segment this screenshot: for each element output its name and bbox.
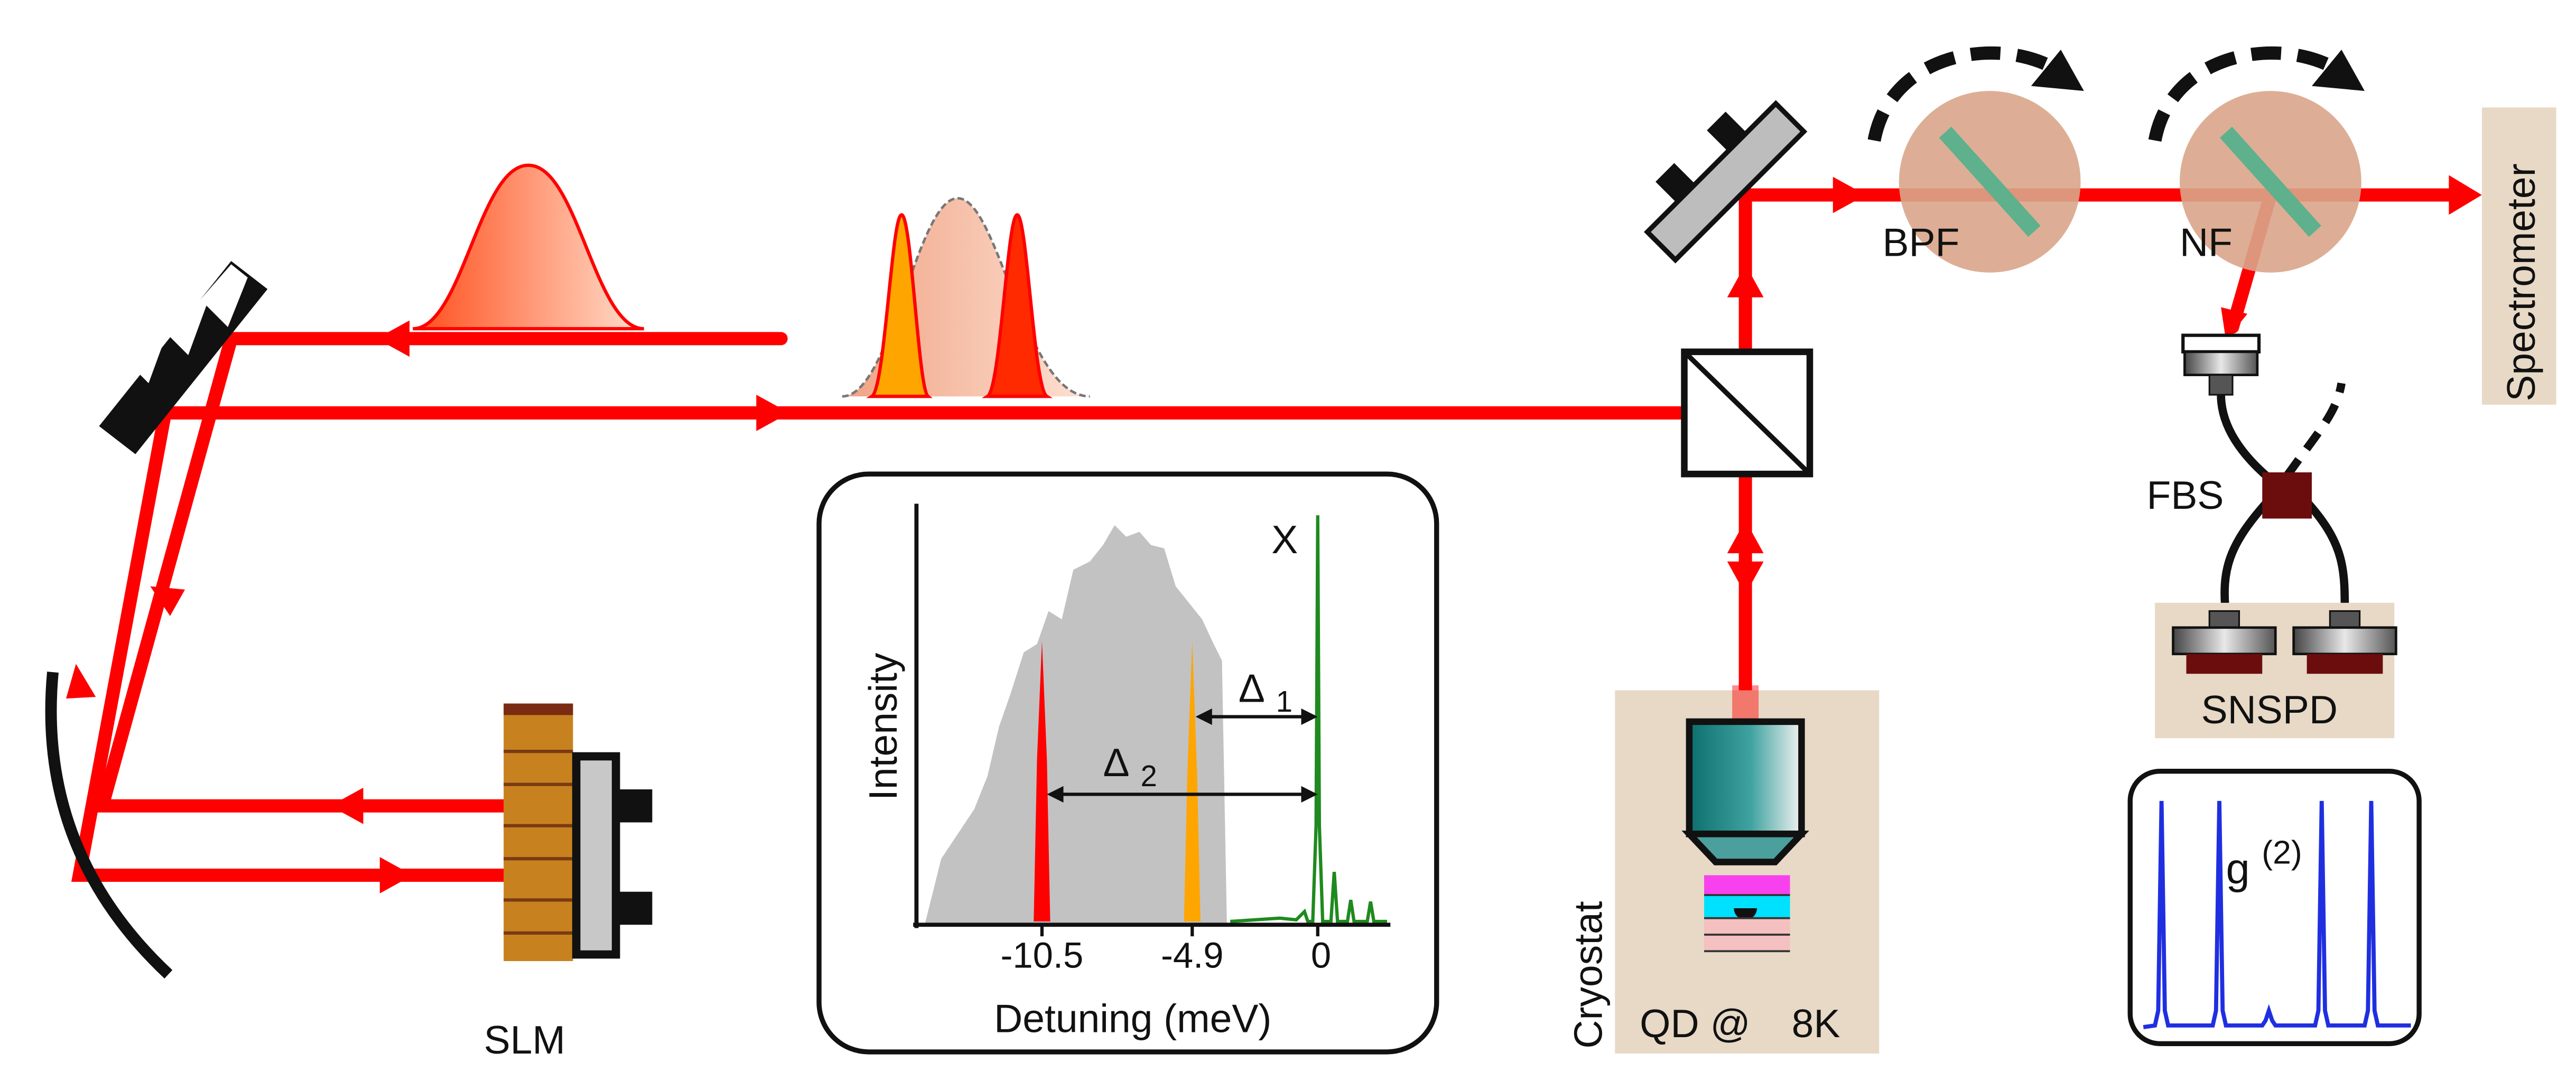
- beam-arrows: [66, 175, 2482, 893]
- g2-label: g (2): [2226, 834, 2302, 893]
- slm-icon: [504, 703, 653, 961]
- laser-spectrum: [925, 525, 1227, 925]
- slm-label: SLM: [484, 1018, 565, 1062]
- green-spectrum: [1230, 515, 1387, 924]
- inset-tick-label: 0: [1311, 935, 1331, 975]
- arrow-head: [2449, 175, 2482, 215]
- arrow-head: [2221, 307, 2248, 340]
- temperature-label: 8K: [1792, 1001, 1840, 1046]
- nf-filter: [2180, 91, 2361, 273]
- mirror-icon: [1643, 100, 1808, 264]
- spectrum-inset: Δ 1 Δ 2 X -10.5 -4.9 0 Detuning (meV) In…: [816, 471, 1439, 1055]
- arrow-head: [376, 320, 410, 357]
- arrow-head: [756, 395, 789, 431]
- arrow-head: [1727, 561, 1764, 595]
- shaped-pulse: [842, 197, 1090, 398]
- curved-mirror-icon: [45, 672, 173, 979]
- connector-icon: [2181, 333, 2261, 396]
- bpf-filter: [1899, 91, 2081, 273]
- input-pulse: [413, 163, 644, 331]
- rotation-arrow-icon: [1867, 46, 2365, 142]
- spectrometer-label: Spectrometer: [2499, 163, 2543, 401]
- orange-peak: [1184, 640, 1201, 921]
- return-beam: [94, 332, 788, 813]
- exciton-label: X: [1271, 517, 1298, 562]
- nf-label: NF: [2180, 220, 2233, 265]
- quantum-dot-sample: [1704, 875, 1790, 953]
- cryostat: Cryostat QD @ 8K: [1566, 685, 1880, 1054]
- delta2-arrow: [1047, 786, 1318, 803]
- arrow-head: [1833, 176, 1866, 213]
- objective-icon: [1681, 718, 1809, 865]
- fbs-label: FBS: [2147, 473, 2224, 517]
- arrow-head: [150, 586, 185, 616]
- connector-icon: [2172, 610, 2277, 674]
- delta1-label: Δ 1: [1239, 666, 1292, 718]
- grating-icon: [99, 261, 268, 454]
- arrow-head: [330, 787, 364, 824]
- arrow-head: [66, 664, 96, 699]
- spectrometer-box: [2481, 107, 2556, 405]
- input-beam: [71, 406, 1757, 882]
- inset-y-axis-label: Intensity: [861, 653, 905, 800]
- inset-tick-label: -4.9: [1161, 935, 1223, 975]
- delta2-label: Δ 2: [1103, 740, 1157, 793]
- g2-panel: g (2): [2127, 768, 2422, 1046]
- arrow-head: [379, 857, 413, 893]
- inset-tick-label: -10.5: [1001, 935, 1084, 975]
- cryostat-label: Cryostat: [1566, 901, 1610, 1048]
- delta1-arrow: [1195, 708, 1318, 725]
- snspd-label: SNSPD: [2201, 687, 2338, 732]
- g2-trace: [2143, 800, 2411, 1029]
- red-peak: [1034, 640, 1050, 921]
- fbs-block: [2262, 472, 2312, 519]
- arrow-head: [1727, 520, 1764, 554]
- inset-x-axis-label: Detuning (meV): [994, 996, 1271, 1040]
- beam-splitter-icon: [1681, 348, 1814, 478]
- connector-icon: [2292, 610, 2397, 674]
- qd-label: QD @: [1640, 1001, 1750, 1046]
- fiber-detection: FBS SNSPD: [2147, 333, 2397, 739]
- arrow-head: [1727, 264, 1764, 297]
- bpf-label: BPF: [1883, 220, 1960, 265]
